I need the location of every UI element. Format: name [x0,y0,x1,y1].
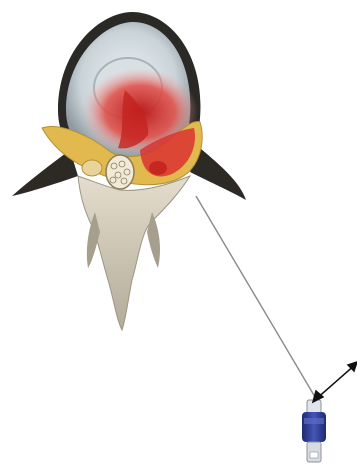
double-arrow-icon [313,362,357,402]
right-facet [149,161,167,175]
needle-hub [302,400,326,462]
posterior-arch [78,176,190,330]
needle-shaft [196,196,318,402]
left-facet [82,160,102,176]
